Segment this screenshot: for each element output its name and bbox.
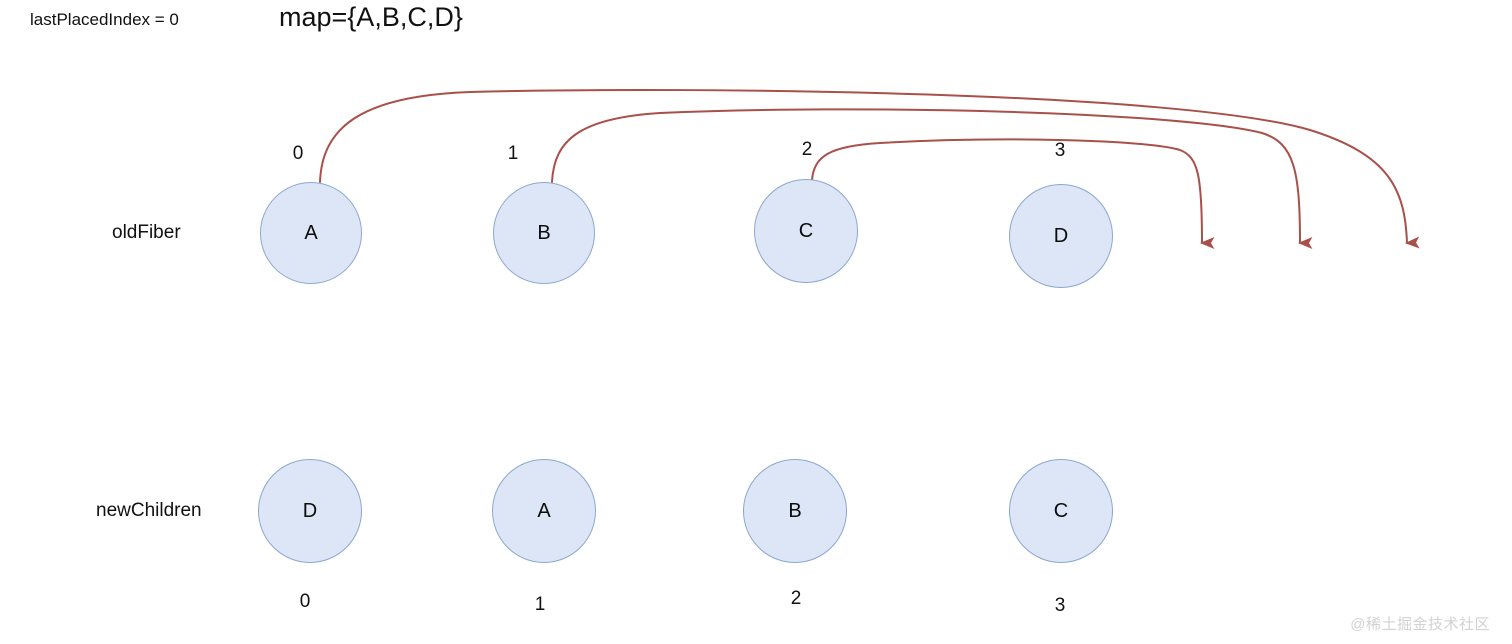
- index-label-oldfiber-3: 3: [1054, 140, 1066, 161]
- connector-arrow-a: [319, 89, 1420, 249]
- last-placed-index-label: lastPlacedIndex = 0: [30, 10, 179, 29]
- row-label-oldfiber: oldFiber: [112, 222, 181, 243]
- node-oldfiber-c[interactable]: C: [754, 179, 858, 283]
- connector-arrow-c: [811, 138, 1215, 249]
- index-label-oldfiber-1: 1: [507, 143, 519, 164]
- node-newchildren-a[interactable]: A: [492, 459, 596, 563]
- node-label: B: [788, 499, 802, 522]
- index-label-newchildren-0: 0: [299, 591, 311, 612]
- node-newchildren-d[interactable]: D: [258, 459, 362, 563]
- node-label: C: [798, 219, 814, 242]
- node-label: B: [537, 221, 551, 244]
- node-label: A: [304, 221, 318, 244]
- node-newchildren-c[interactable]: C: [1009, 459, 1113, 563]
- node-label: A: [537, 499, 551, 522]
- node-oldfiber-a[interactable]: A: [260, 182, 362, 284]
- node-label: C: [1053, 499, 1069, 522]
- map-label: map={A,B,C,D}: [279, 2, 463, 32]
- node-label: D: [302, 499, 318, 522]
- node-oldfiber-d[interactable]: D: [1009, 184, 1113, 288]
- connector-arrow-b: [551, 108, 1313, 249]
- node-newchildren-b[interactable]: B: [743, 459, 847, 563]
- row-label-newchildren: newChildren: [96, 500, 202, 521]
- index-label-newchildren-1: 1: [534, 594, 546, 615]
- node-oldfiber-b[interactable]: B: [493, 182, 595, 284]
- node-label: D: [1053, 224, 1069, 247]
- index-label-newchildren-3: 3: [1054, 595, 1066, 616]
- index-label-oldfiber-0: 0: [292, 143, 304, 164]
- index-label-oldfiber-2: 2: [801, 139, 813, 160]
- index-label-newchildren-2: 2: [790, 588, 802, 609]
- watermark: @稀土掘金技术社区: [1350, 616, 1490, 633]
